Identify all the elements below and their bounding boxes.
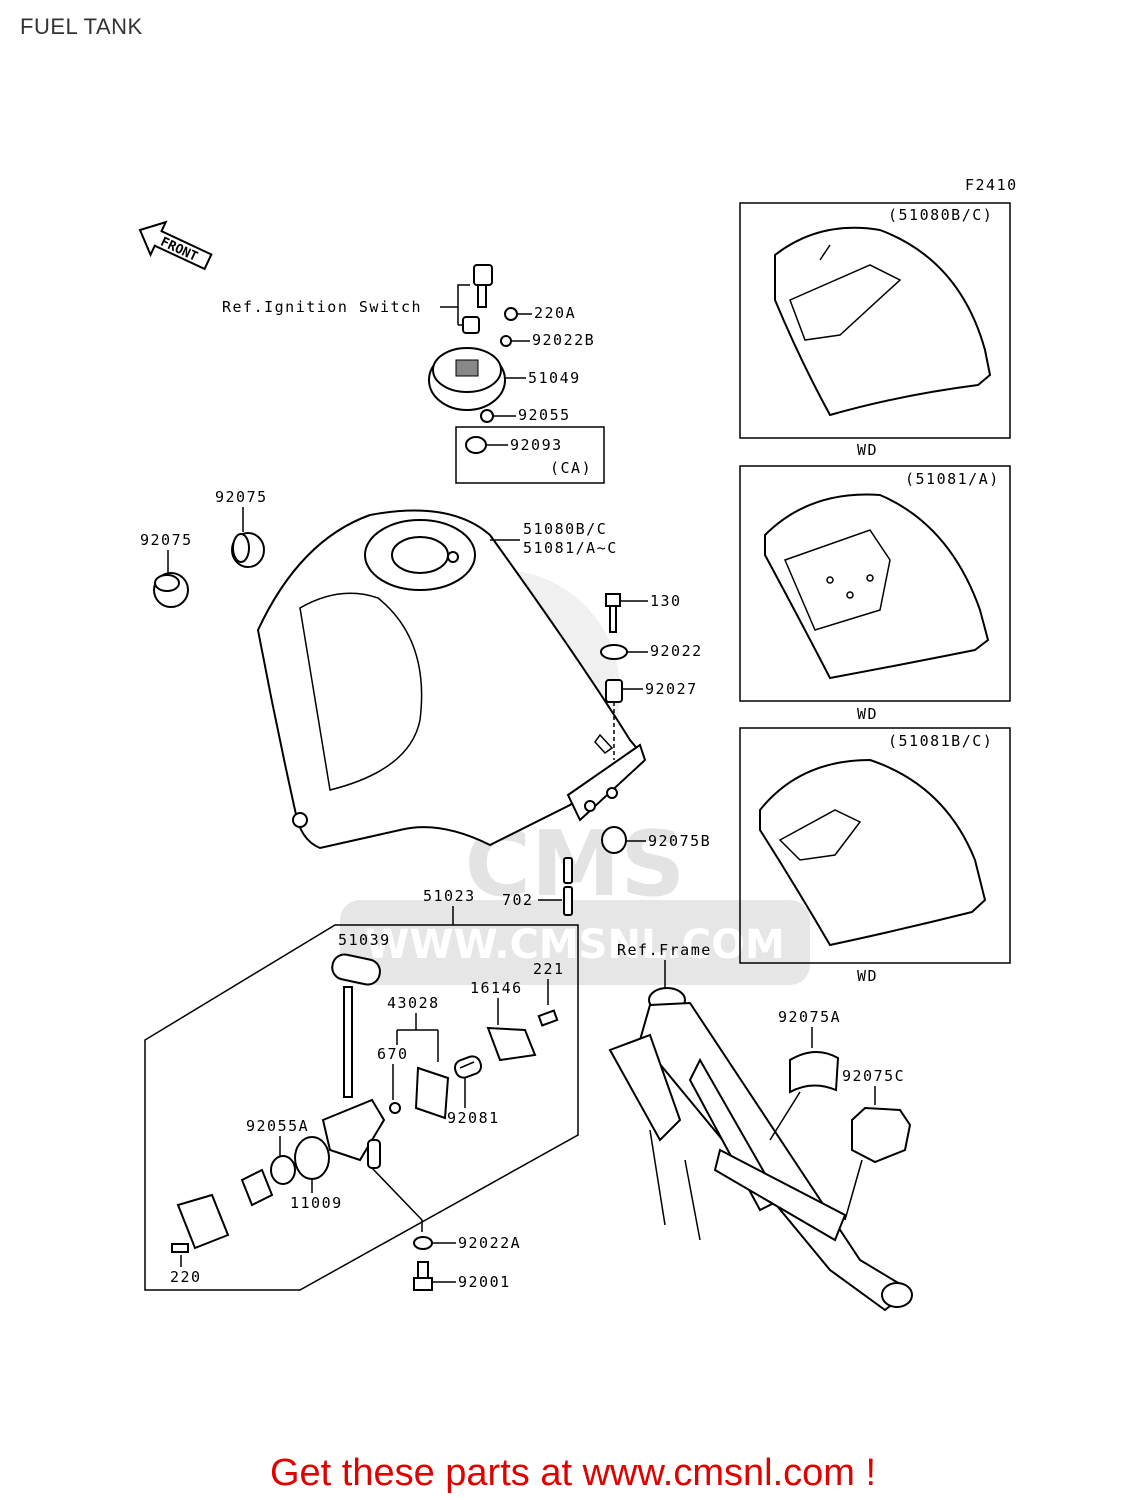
- bolt-130-icon: [605, 593, 621, 633]
- part-51039: 51039: [338, 931, 391, 949]
- damper-92075c-icon: [851, 1106, 912, 1164]
- bolt-92001-icon: [413, 1261, 433, 1291]
- promo-link[interactable]: Get these parts at www.cmsnl.com !: [269, 1452, 877, 1494]
- part-92075-left: 92075: [140, 531, 193, 549]
- washer-92022b-icon: [500, 335, 512, 347]
- variant-box-title: (51081B/C): [888, 732, 993, 750]
- part-92093: 92093: [510, 436, 563, 454]
- part-11009: 11009: [290, 1194, 343, 1212]
- damper-92075-icon: [231, 532, 265, 568]
- part-130: 130: [650, 592, 682, 610]
- part-51023: 51023: [423, 887, 476, 905]
- fuel-tap-icon: [321, 986, 386, 1169]
- parts-diagram: CMS WWW.CMSNL.COM F2410 FRONT Ref.Igniti…: [138, 176, 1018, 1312]
- part-220: 220: [170, 1268, 202, 1286]
- screw-220-icon: [171, 1243, 189, 1253]
- pipe-icon: [563, 857, 573, 884]
- variant-box-caption: WD: [857, 967, 878, 985]
- figure-code: F2410: [965, 176, 1018, 194]
- frame-icon: [608, 987, 913, 1312]
- part-92055a: 92055A: [246, 1117, 309, 1135]
- damper-92075-b-icon: [153, 572, 189, 608]
- o-ring-92055a-icon: [270, 1155, 296, 1185]
- fuel-tap-group-box: [144, 924, 579, 1291]
- collar-92027-icon: [605, 679, 623, 703]
- plate-icon: [176, 1193, 230, 1250]
- washer-92022-icon: [600, 644, 628, 660]
- gasket-51039-icon: [331, 953, 381, 986]
- part-92075a: 92075A: [778, 1008, 841, 1026]
- pipe-702-icon: [563, 886, 573, 916]
- part-92027: 92027: [645, 680, 698, 698]
- part-92055: 92055: [518, 406, 571, 424]
- part-51049: 51049: [528, 369, 581, 387]
- variant-box-51081bc: (51081B/C): [739, 727, 1011, 964]
- part-92022: 92022: [650, 642, 703, 660]
- page-title: FUEL TANK: [20, 14, 143, 39]
- cover-16146-icon: [486, 1026, 537, 1062]
- valve-92093-icon: [465, 436, 487, 454]
- variant-box-51081a: (51081/A): [739, 465, 1011, 702]
- part-92022b: 92022B: [532, 331, 595, 349]
- variant-box-title: (51081/A): [905, 470, 1000, 488]
- ref-ignition-switch: Ref.Ignition Switch: [222, 298, 422, 316]
- variant-box-caption: WD: [857, 705, 878, 723]
- filter-11009-icon: [294, 1136, 330, 1180]
- damper-92075b-icon: [601, 826, 627, 854]
- fuel-tank-icon: [256, 509, 647, 850]
- diaphragm-43028-icon: [414, 1066, 450, 1120]
- part-92022a: 92022A: [458, 1234, 521, 1252]
- part-51081ac: 51081/A~C: [523, 539, 618, 557]
- part-92081: 92081: [447, 1109, 500, 1127]
- spring-92081-icon: [453, 1055, 483, 1079]
- variant-box-caption: WD: [857, 441, 878, 459]
- part-670: 670: [377, 1045, 409, 1063]
- part-221: 221: [533, 960, 565, 978]
- variant-box-51080bc: (51080B/C): [739, 202, 1011, 439]
- part-51080bc: 51080B/C: [523, 520, 607, 538]
- part-92001: 92001: [458, 1273, 511, 1291]
- ref-frame: Ref.Frame: [617, 941, 712, 959]
- fuel-cap-icon: [428, 347, 506, 411]
- washer-92022a-icon: [413, 1236, 433, 1250]
- front-arrow-icon: FRONT: [138, 220, 213, 271]
- part-43028: 43028: [387, 994, 440, 1012]
- part-16146: 16146: [470, 979, 523, 997]
- part-220a: 220A: [534, 304, 576, 322]
- part-702: 702: [502, 891, 534, 909]
- part-92075b: 92075B: [648, 832, 711, 850]
- screw-221-icon: [537, 1009, 559, 1027]
- bowl-icon: [240, 1168, 274, 1207]
- part-92075-upper: 92075: [215, 488, 268, 506]
- watermark-url: WWW.CMSNL.COM: [365, 922, 785, 968]
- o-ring-670-icon: [389, 1102, 401, 1114]
- o-ring-92055-icon: [480, 409, 494, 423]
- screw-220a-icon: [504, 307, 518, 321]
- key-icon: [462, 264, 493, 334]
- damper-92075a-icon: [789, 1051, 840, 1094]
- part-92075c: 92075C: [842, 1067, 905, 1085]
- variant-box-title: (51080B/C): [888, 206, 993, 224]
- part-92093-ca: (CA): [550, 459, 592, 477]
